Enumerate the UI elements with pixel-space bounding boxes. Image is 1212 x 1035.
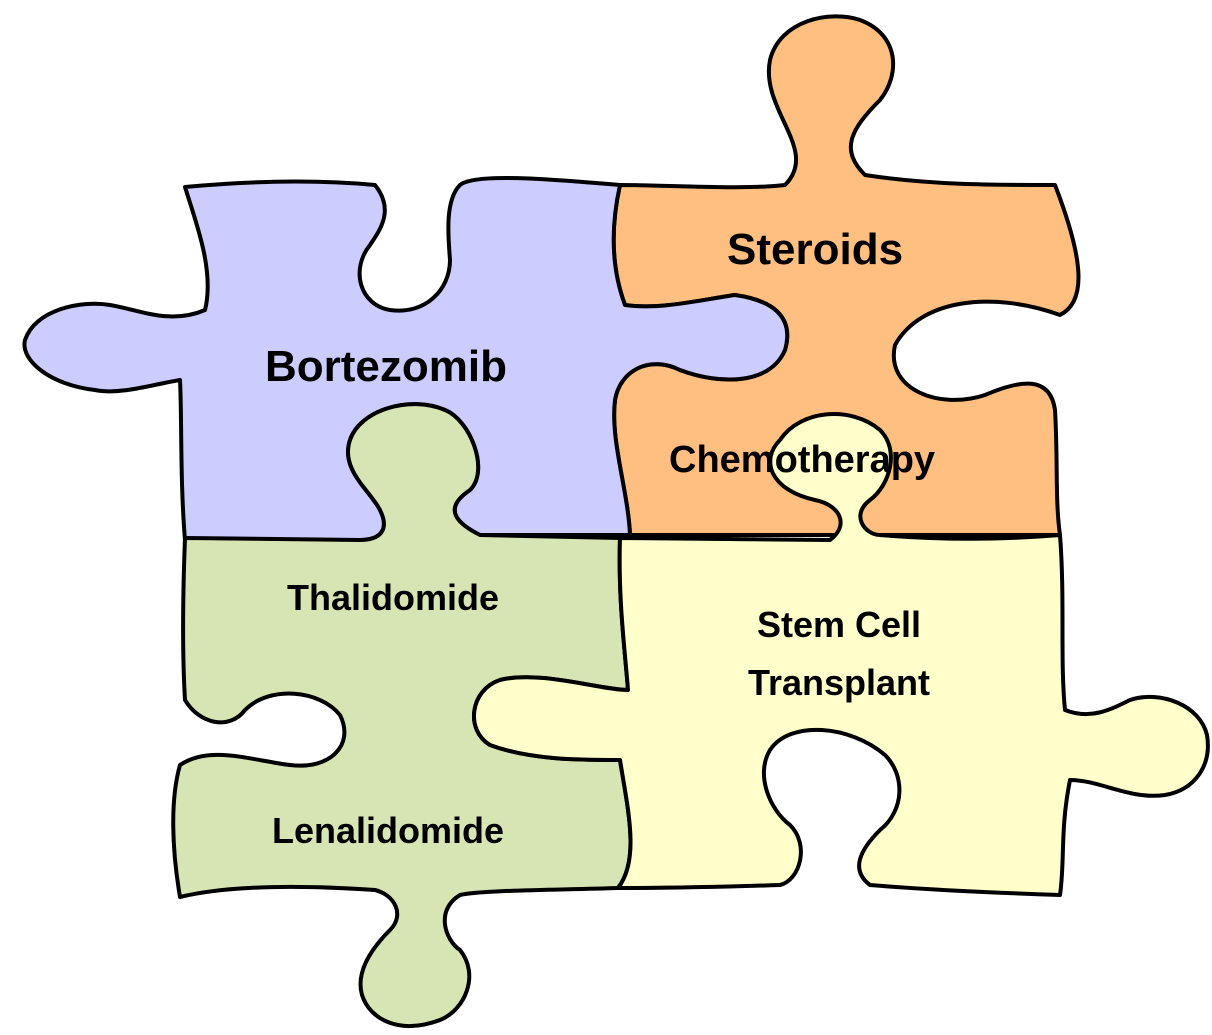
- stem-cell-label-line2: Transplant: [748, 654, 930, 712]
- lenalidomide-label: Lenalidomide: [272, 813, 504, 849]
- steroids-label: Steroids: [727, 228, 903, 272]
- bortezomib-label: Bortezomib: [265, 345, 507, 389]
- stem-cell-label-line1: Stem Cell: [748, 596, 930, 654]
- chemotherapy-label: Chemotherapy: [669, 441, 935, 479]
- stem-cell-transplant-label: Stem Cell Transplant: [748, 596, 930, 711]
- thalidomide-label: Thalidomide: [287, 580, 499, 616]
